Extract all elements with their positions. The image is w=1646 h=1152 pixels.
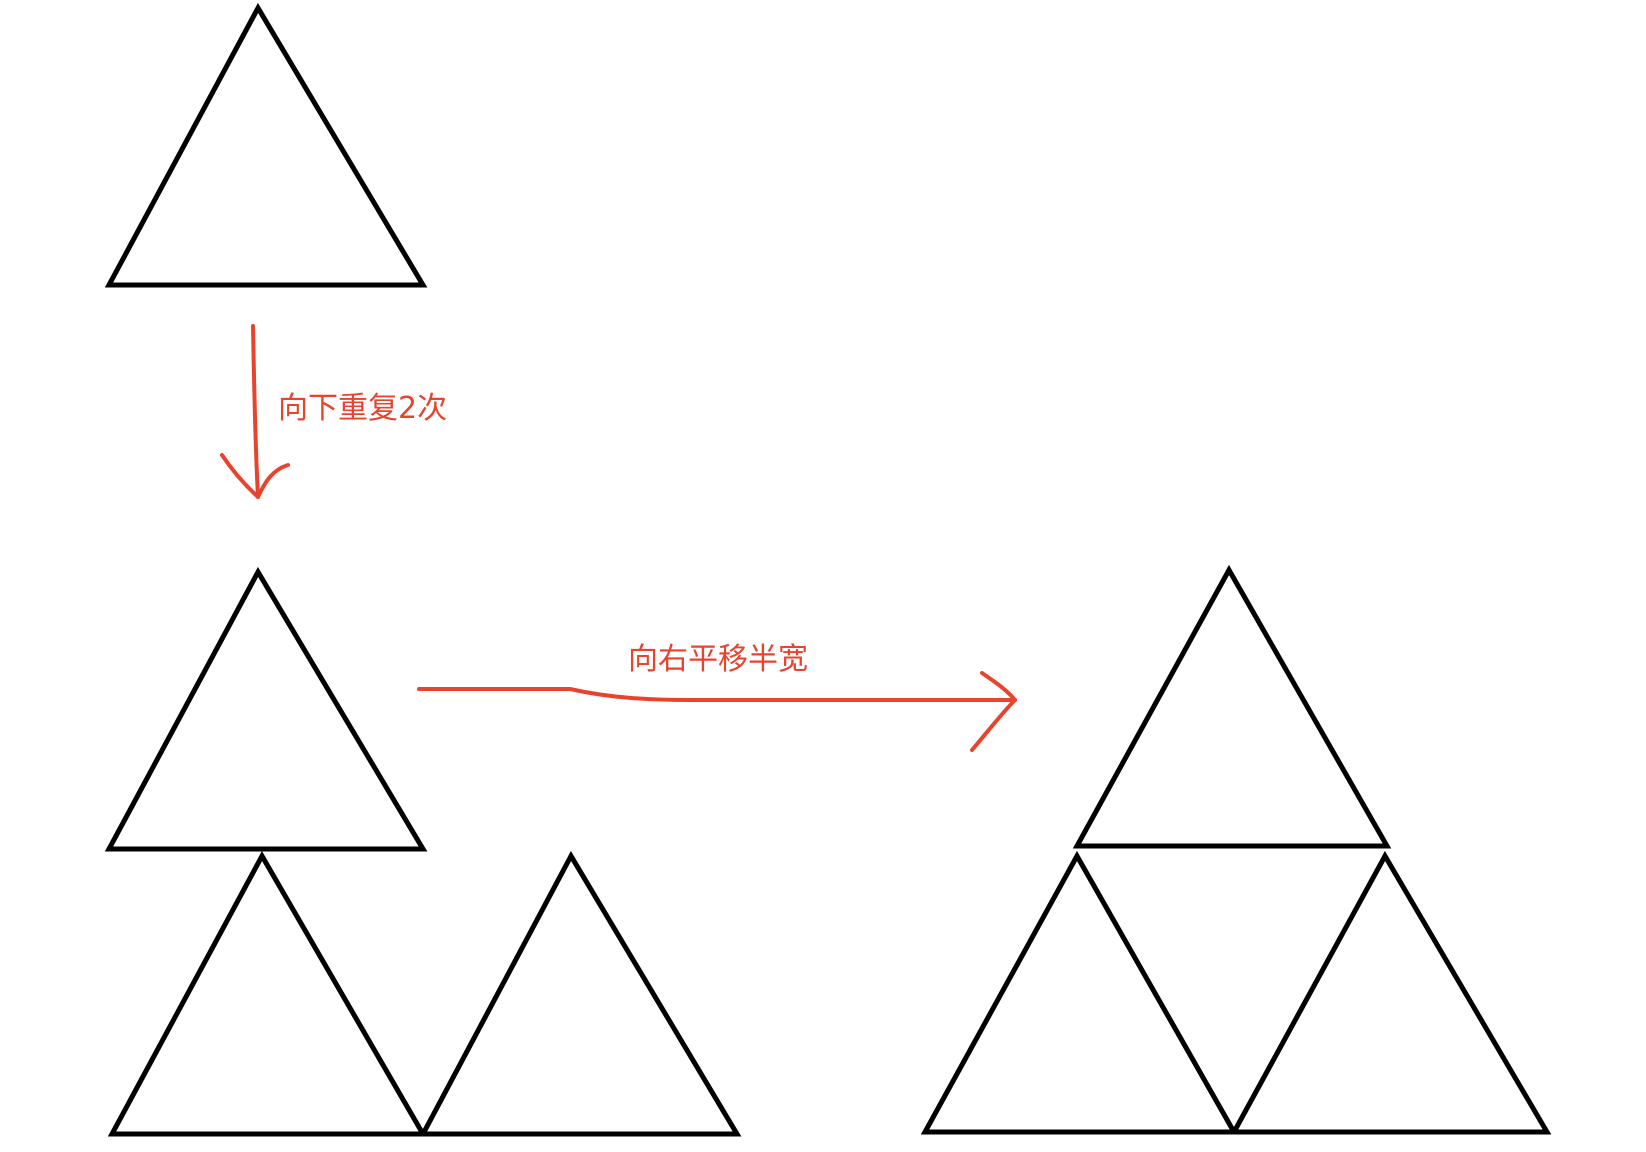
- step-3-shifted-triangles: [920, 564, 1552, 1135]
- shift-right-label: 向右平移半宽: [628, 642, 808, 677]
- step-1-single-triangle: [104, 2, 428, 288]
- down-arrow-shaft: [251, 324, 260, 499]
- shift-right-arrow: [417, 671, 1017, 752]
- triangle-bottom-left: [107, 850, 428, 1137]
- step-2-repeated-triangles: [104, 566, 742, 1137]
- triangle-original: [104, 2, 428, 288]
- right-arrow-shaft: [417, 687, 1017, 702]
- down-arrow-head: [220, 453, 290, 499]
- right-arrow-head: [970, 671, 1017, 752]
- result-triangle-top: [1072, 564, 1392, 849]
- triangle-bottom-right: [418, 850, 742, 1137]
- result-triangle-bottom-right: [1229, 850, 1552, 1135]
- result-triangle-bottom-left: [920, 850, 1239, 1135]
- repeat-down-arrow: [220, 324, 290, 499]
- triangle-top: [104, 566, 428, 852]
- repeat-down-label: 向下重复2次: [278, 391, 447, 426]
